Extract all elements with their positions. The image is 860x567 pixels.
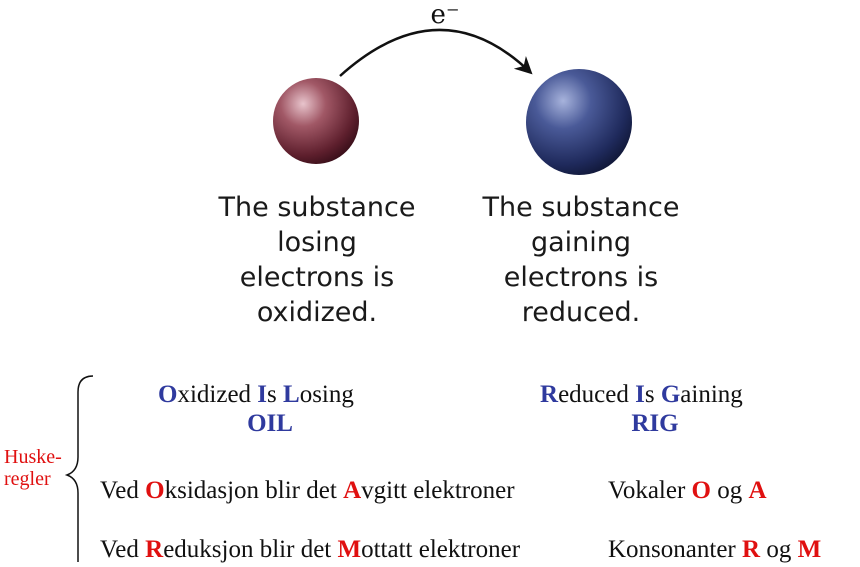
- mnemonic-initial: O: [158, 381, 178, 408]
- rule-text: ksidasjon blir det: [164, 477, 344, 504]
- mnemonic-initial: I: [635, 381, 645, 408]
- consonants-rule: Konsonanter R og M: [608, 535, 821, 565]
- electron-label: e⁻: [430, 0, 460, 30]
- rule-key-letter: A: [748, 477, 767, 504]
- brace-icon: [64, 375, 94, 562]
- rule-text: og: [760, 536, 798, 563]
- mnemonic-initial: I: [257, 381, 268, 408]
- reduced-caption: The substance gaining electrons is reduc…: [461, 190, 701, 330]
- mnemonic-word: s: [644, 381, 661, 408]
- caption-line: electrons is: [503, 262, 659, 293]
- mnemonic-initial: L: [283, 381, 300, 408]
- mnemonic-word: xidized: [177, 381, 258, 408]
- rule-text: eduksjon blir det: [163, 536, 338, 563]
- caption-line: oxidized.: [256, 297, 378, 328]
- mnemonic-initial: G: [660, 381, 681, 408]
- rule-text: Ved: [100, 536, 146, 563]
- oil-mnemonic: Oxidized Is Losing: [158, 380, 354, 410]
- mnemonic-word: osing: [299, 381, 354, 408]
- caption-line: losing: [277, 227, 357, 258]
- oxidized-caption: The substance losing electrons is oxidiz…: [197, 190, 437, 330]
- rule-key-letter: A: [343, 477, 362, 504]
- mnemonics-label: Huske- regler: [4, 446, 62, 490]
- caption-line: gaining: [530, 227, 632, 258]
- caption-line: The substance: [218, 192, 416, 223]
- rule-text: Ved: [100, 477, 146, 504]
- mnemonic-word: educed: [558, 381, 636, 408]
- electron-transfer-arrow: [339, 28, 533, 77]
- rule-key-letter: R: [145, 536, 164, 563]
- mnemonic-word: s: [267, 381, 284, 408]
- rule-text: Vokaler: [608, 477, 692, 504]
- caption-line: reduced.: [521, 297, 641, 328]
- rule-key-letter: M: [797, 536, 822, 563]
- rule-key-letter: O: [691, 477, 711, 504]
- mnemonic-word: aining: [680, 381, 743, 408]
- vowels-rule: Vokaler O og A: [608, 476, 767, 506]
- mnemonic-initial: R: [540, 381, 559, 408]
- oil-acronym: OIL: [247, 410, 293, 437]
- caption-line: electrons is: [239, 262, 395, 293]
- rule-key-letter: R: [742, 536, 761, 563]
- caption-line: The substance: [482, 192, 680, 223]
- reduced-sphere: [526, 69, 632, 175]
- rig-mnemonic: Reduced Is Gaining: [540, 380, 743, 410]
- rule-text: ottatt elektroner: [361, 536, 521, 563]
- mnemonics-label-line: Huske-: [4, 446, 62, 468]
- mnemonics-label-line: regler: [4, 468, 51, 490]
- rule-reduction: Ved Reduksjon blir det Mottatt elektrone…: [100, 535, 520, 565]
- rule-oxidation: Ved Oksidasjon blir det Avgitt elektrone…: [100, 476, 515, 506]
- rule-text: vgitt elektroner: [361, 477, 515, 504]
- rig-acronym: RIG: [631, 410, 679, 437]
- rule-text: og: [711, 477, 749, 504]
- oxidized-sphere: [273, 78, 359, 164]
- rule-text: Konsonanter: [608, 536, 742, 563]
- rule-key-letter: O: [145, 477, 165, 504]
- rule-key-letter: M: [337, 536, 362, 563]
